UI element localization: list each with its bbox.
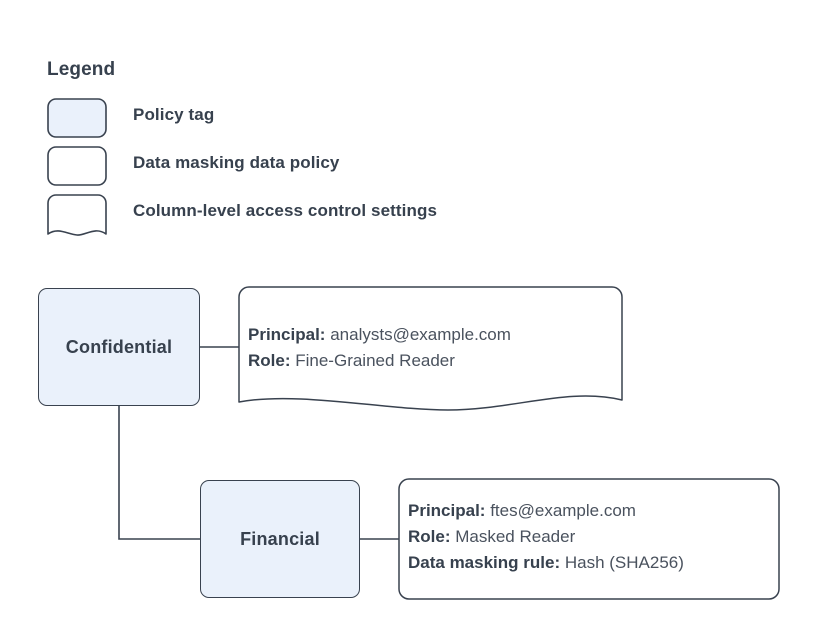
legend-swatch-column-access-settings bbox=[47, 194, 107, 238]
callout-line-key: Data masking rule: bbox=[408, 553, 561, 572]
callout-line-value: ftes@example.com bbox=[490, 501, 636, 520]
legend-title: Legend bbox=[47, 59, 116, 80]
legend-label-column-access-settings: Column-level access control settings bbox=[133, 201, 438, 220]
callout-line-key: Role: bbox=[408, 527, 451, 546]
callout-line: Data masking rule: Hash (SHA256) bbox=[408, 550, 684, 576]
callout-line-value: Hash (SHA256) bbox=[564, 553, 684, 572]
node-financial[interactable]: Financial bbox=[200, 480, 360, 598]
callout-line-key: Principal: bbox=[248, 325, 326, 344]
callout-financial-access-text: Principal: ftes@example.com Role: Masked… bbox=[408, 498, 684, 576]
legend-swatch-data-masking-policy bbox=[47, 146, 107, 190]
callout-line: Principal: ftes@example.com bbox=[408, 498, 684, 524]
callout-financial-access[interactable]: Principal: ftes@example.com Role: Masked… bbox=[398, 478, 780, 600]
callout-line-value: Masked Reader bbox=[455, 527, 576, 546]
callout-line-value: analysts@example.com bbox=[330, 325, 511, 344]
callout-confidential-access-outline bbox=[238, 286, 623, 411]
callout-line-key: Principal: bbox=[408, 501, 486, 520]
legend-label-data-masking-policy: Data masking data policy bbox=[133, 153, 340, 172]
callout-line: Principal: analysts@example.com bbox=[248, 322, 511, 348]
connector-confidential-to-financial bbox=[118, 406, 201, 540]
node-confidential[interactable]: Confidential bbox=[38, 288, 200, 406]
callout-confidential-access[interactable]: Principal: analysts@example.com Role: Fi… bbox=[238, 286, 624, 412]
callout-financial-access-outline bbox=[398, 478, 780, 600]
legend-label-policy-tag: Policy tag bbox=[133, 105, 215, 124]
callout-line: Role: Masked Reader bbox=[408, 524, 684, 550]
legend-swatch-policy-tag bbox=[47, 98, 107, 142]
node-confidential-label: Confidential bbox=[65, 336, 173, 357]
callout-confidential-access-text: Principal: analysts@example.com Role: Fi… bbox=[248, 322, 511, 374]
node-financial-label: Financial bbox=[240, 528, 320, 549]
callout-line-key: Role: bbox=[248, 351, 291, 370]
callout-line-value: Fine-Grained Reader bbox=[295, 351, 455, 370]
callout-line: Role: Fine-Grained Reader bbox=[248, 348, 511, 374]
